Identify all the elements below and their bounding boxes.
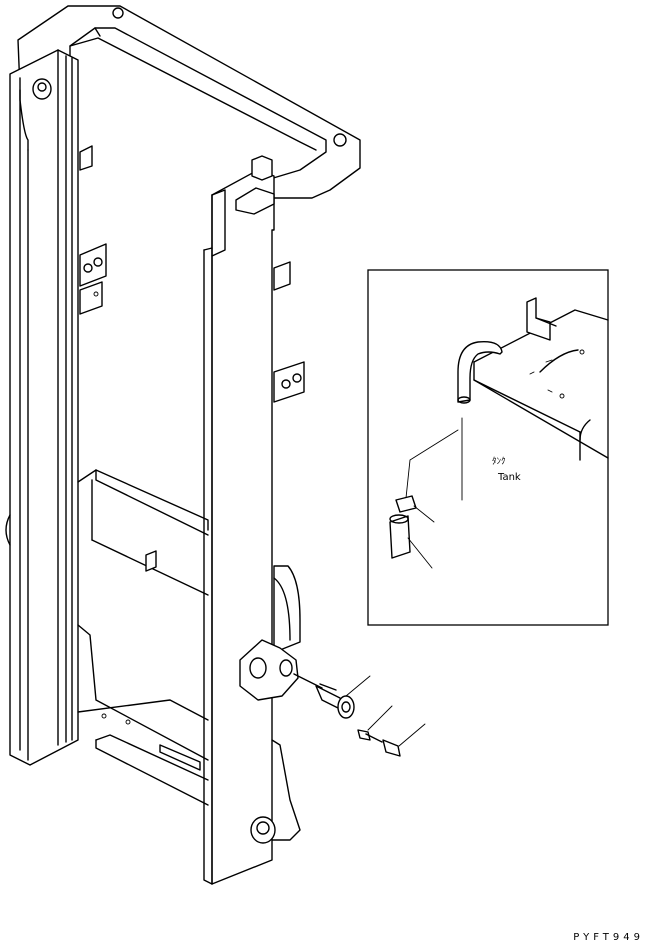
tank-label: Tank: [497, 472, 521, 483]
pin-assembly: [293, 673, 426, 757]
outer-mast: [5, 5, 361, 806]
detail-inset: ﾀﾝｸ Tank: [367, 269, 609, 626]
drawing-code: PYFT949: [573, 932, 644, 943]
tank-label-jp: ﾀﾝｸ: [492, 456, 506, 467]
inner-mast: [203, 155, 305, 885]
